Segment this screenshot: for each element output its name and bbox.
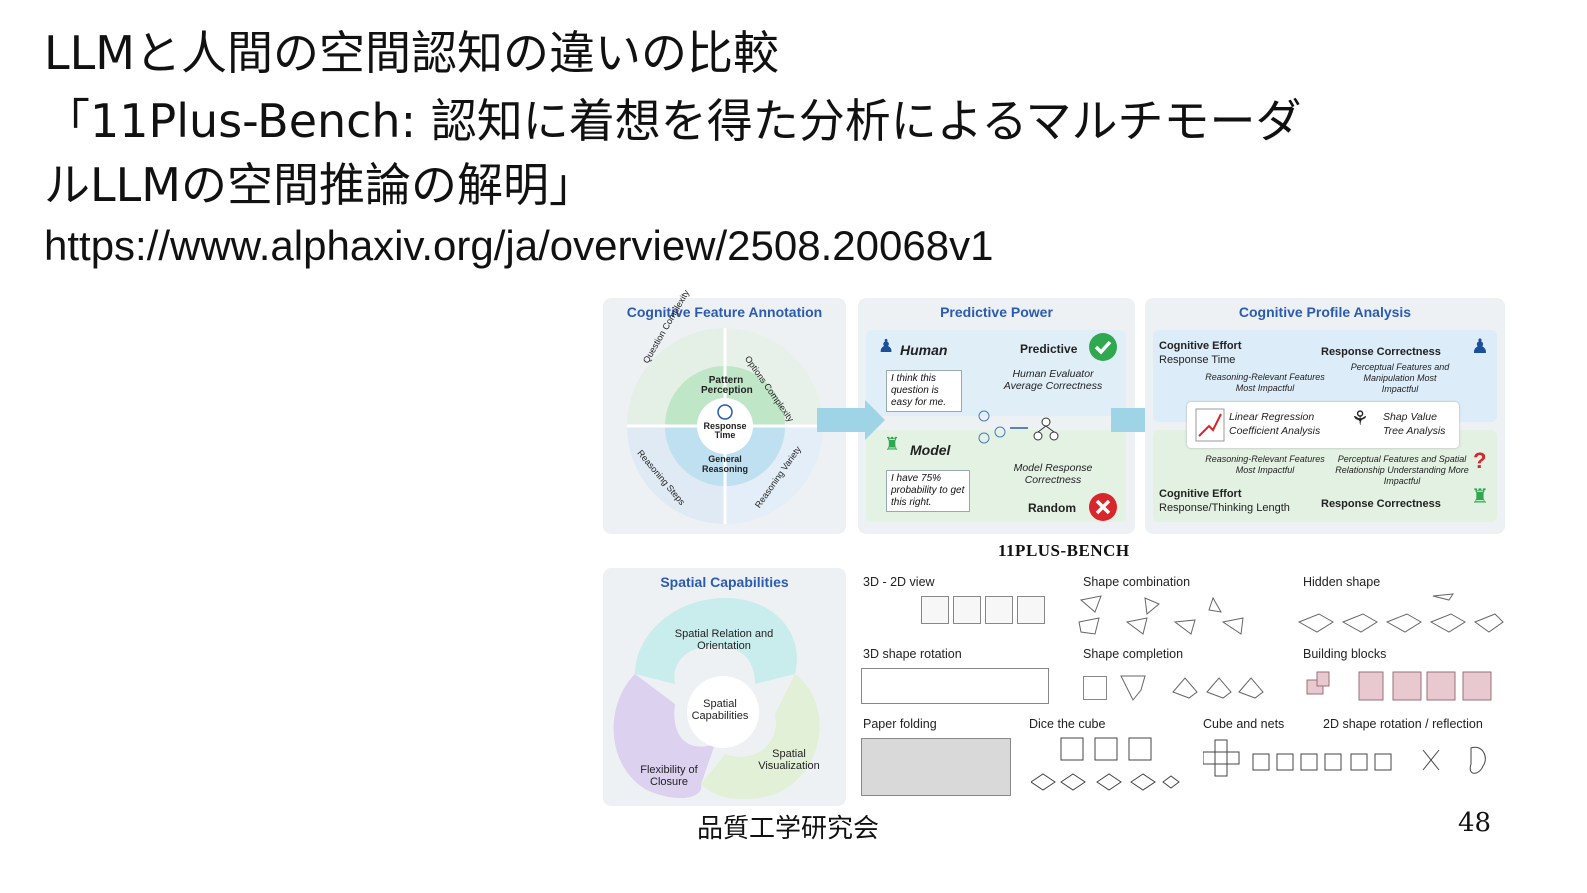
network-icon [978, 410, 1059, 444]
response-correctness-bottom: Response Correctness [1321, 498, 1441, 510]
model-response-label: Model Response Correctness [1013, 462, 1093, 486]
panel-title: Cognitive Profile Analysis [1238, 304, 1412, 320]
reasoning-features-bottom: Reasoning-Relevant Features Most Impactf… [1205, 454, 1325, 475]
predictive-label: Predictive [1020, 342, 1078, 356]
perceptual-features-bottom: Perceptual Features and Spatial Relation… [1335, 454, 1469, 486]
human-label: Human [900, 342, 948, 358]
human-icon: ♟ [1471, 336, 1489, 358]
panel-cognitive-feature-annotation: Cognitive Feature Annotation Pattern Per… [603, 288, 846, 534]
task-label: Hidden shape [1303, 575, 1381, 589]
response-time-label: Response Time [703, 421, 747, 440]
cross-icon [1089, 493, 1117, 521]
task-thumbnail [921, 596, 949, 624]
cube-nets-figure [1203, 739, 1318, 777]
panel-spatial-capabilities: Spatial Capabilities Spatial Relation an… [603, 568, 846, 806]
panel-title: Predictive Power [940, 304, 1053, 320]
robot-icon: ♜ [1471, 486, 1489, 508]
annotation-wheel [627, 328, 823, 524]
perceptual-features-top: Perceptual Features and Manipulation Mos… [1350, 362, 1450, 394]
page-number: 48 [1458, 808, 1492, 838]
task-label: Paper folding [863, 717, 937, 731]
clock-icon [717, 404, 733, 420]
building-blocks-figure [1306, 671, 1492, 701]
response-time-top: Response Time [1159, 354, 1236, 366]
task-label: 3D shape rotation [863, 647, 962, 661]
task-thumbnail [985, 596, 1013, 624]
random-label: Random [1028, 501, 1076, 515]
model-label: Model [910, 442, 951, 458]
task-label: 2D shape rotation / reflection [1323, 717, 1483, 731]
shape-combination-figure [1078, 595, 1244, 635]
slide-title-line-3: ルLLMの空間推論の解明」 [44, 158, 595, 212]
linear-regression-label: Linear Regression Coefficient Analysis [1229, 411, 1321, 437]
task-label: Shape completion [1083, 647, 1184, 661]
rotation-reflection-figure [1324, 746, 1486, 774]
response-correctness-top: Response Correctness [1321, 346, 1441, 358]
general-reasoning-label: General Reasoning [701, 454, 748, 474]
shape-completion-figure [1120, 675, 1264, 701]
pattern-perception-label: Pattern Perception [701, 375, 753, 396]
slide-title-line-2: 「11Plus-Bench: 認知に着想を得た分析によるマルチモーダ [44, 94, 1302, 148]
bench-title: 11PLUS-BENCH [998, 541, 1130, 560]
task-label: Building blocks [1303, 647, 1387, 661]
cognitive-effort-top: Cognitive Effort [1159, 340, 1242, 352]
spatial-relation-label: Spatial Relation and Orientation [674, 628, 774, 652]
paper-figure: Cognitive Feature Annotation Pattern Per… [603, 288, 1508, 806]
question-icon: ? [1473, 448, 1487, 473]
panel-title: Cognitive Feature Annotation [626, 304, 823, 320]
reasoning-features-top: Reasoning-Relevant Features Most Impactf… [1205, 372, 1325, 393]
thinking-length-bottom: Response/Thinking Length [1159, 502, 1290, 514]
shap-label: Shap Value Tree Analysis [1383, 411, 1446, 437]
cognitive-effort-bottom: Cognitive Effort [1159, 488, 1242, 500]
slide-title-line-1: LLMと人間の空間認知の違いの比較 [44, 26, 779, 80]
task-label: 3D - 2D view [863, 575, 935, 589]
robot-icon: ♜ [884, 434, 901, 454]
task-thumbnail [861, 668, 1049, 704]
source-url[interactable]: https://www.alphaxiv.org/ja/overview/250… [44, 222, 994, 269]
task-thumbnail [953, 596, 981, 624]
flexibility-of-closure-label: Flexibility of Closure [640, 764, 698, 788]
model-thought-bubble: I have 75% probability to get this right… [886, 470, 970, 512]
human-evaluator-label: Human Evaluator Average Correctness [1003, 368, 1103, 392]
panel-predictive-power: Predictive Power ♟ Human Predictive I th… [858, 298, 1135, 534]
spatial-visualization-label: Spatial Visualization [758, 748, 820, 772]
task-thumbnail [1017, 596, 1045, 624]
capabilities-swirl [613, 598, 820, 800]
hidden-shape-figure [1297, 593, 1504, 633]
spatial-capabilities-center: Spatial Capabilities [691, 698, 749, 722]
task-label: Shape combination [1083, 575, 1191, 589]
task-thumbnail [861, 738, 1011, 796]
human-icon: ♟ [878, 336, 895, 356]
task-label: Dice the cube [1029, 717, 1106, 731]
tree-icon: ⚘ [1351, 408, 1369, 430]
dice-figure [1031, 737, 1180, 791]
chart-icon [1195, 408, 1225, 442]
task-thumbnail [1083, 676, 1107, 700]
panel-title: Spatial Capabilities [660, 574, 789, 590]
arrow-icon [817, 400, 885, 440]
check-icon [1089, 333, 1117, 361]
task-label: Cube and nets [1203, 717, 1285, 731]
footer-organization: 品質工学研究会 [697, 814, 880, 844]
human-thought-bubble: I think this question is easy for me. [886, 370, 962, 412]
panel-cognitive-profile-analysis: Cognitive Profile Analysis Cognitive Eff… [1145, 298, 1505, 534]
